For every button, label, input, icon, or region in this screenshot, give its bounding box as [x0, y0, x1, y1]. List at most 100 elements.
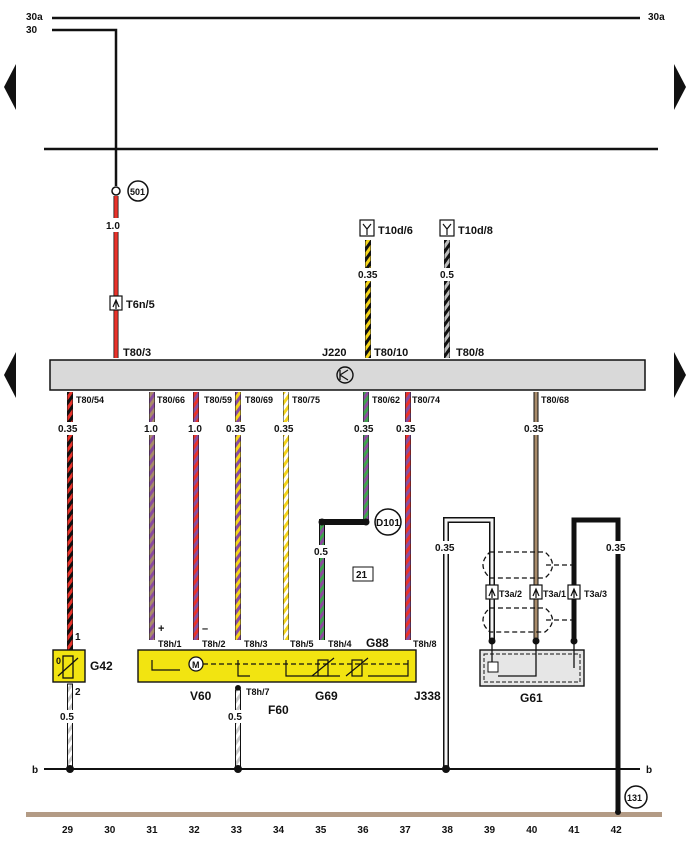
svg-text:2: 2: [75, 687, 81, 698]
svg-text:0.35: 0.35: [396, 424, 416, 435]
svg-text:30a: 30a: [648, 12, 665, 23]
label-g61: G61: [520, 691, 543, 705]
ref-501-marker: [127, 180, 149, 202]
svg-text:b: b: [646, 765, 652, 776]
svg-text:T3a/3: T3a/3: [584, 589, 607, 599]
connector-t8h8: T8h/8: [413, 639, 437, 649]
connector-t3a: T3a/2 T3a/1 T3a/3: [485, 584, 607, 645]
connector-t10d6: T10d/6: [378, 225, 413, 237]
nav-right-arrow-top[interactable]: [674, 64, 686, 110]
label-j338: J338: [414, 689, 441, 703]
ground-bus-bar: [26, 812, 662, 817]
connector-t80-74: T80/74: [412, 395, 440, 405]
svg-text:501: 501: [130, 187, 145, 197]
connector-t8h1: T8h/1: [158, 639, 182, 649]
wire-501: 501 1.0 T6n/5: [104, 180, 155, 358]
nav-left-arrow-mid[interactable]: [4, 352, 16, 398]
grid-number: 37: [400, 825, 412, 836]
svg-text:+: +: [158, 623, 164, 635]
connector-t8h7: T8h/7: [246, 687, 270, 697]
svg-text:21: 21: [356, 570, 368, 581]
connector-t10d8: T10d/8: [458, 225, 493, 237]
svg-text:0: 0: [56, 656, 61, 666]
svg-text:30a: 30a: [26, 12, 43, 23]
label-g69: G69: [315, 689, 338, 703]
grid-number: 39: [484, 825, 496, 836]
connector-t80-66: T80/66: [157, 395, 185, 405]
connector-t8h5: T8h/5: [290, 639, 314, 649]
svg-text:0.5: 0.5: [440, 270, 454, 281]
connector-t80-69: T80/69: [245, 395, 273, 405]
grid-number: 41: [568, 825, 580, 836]
sensor-g42[interactable]: 1 0 G42 2 0.5: [52, 632, 113, 769]
svg-text:0.35: 0.35: [226, 424, 246, 435]
wire-33: 0.35: [224, 392, 252, 640]
grid-number: 33: [231, 825, 243, 836]
nav-left-arrow-top[interactable]: [4, 64, 16, 110]
svg-text:D101: D101: [376, 518, 400, 529]
label-g42: G42: [90, 659, 113, 673]
wire-42: 0.35: [571, 517, 632, 812]
grid-number: 40: [526, 825, 538, 836]
svg-text:b: b: [32, 765, 38, 776]
svg-text:131: 131: [627, 793, 642, 803]
wire-37: 0.35: [394, 392, 422, 640]
shielding-g61: [482, 551, 574, 633]
nav-right-arrow-mid[interactable]: [674, 352, 686, 398]
svg-text:0.35: 0.35: [58, 424, 78, 435]
rail-30: 30: [26, 25, 118, 186]
control-module-j220[interactable]: [49, 359, 646, 391]
grid-number: 35: [315, 825, 327, 836]
connector-t80-59: T80/59: [204, 395, 232, 405]
label-v60: V60: [190, 689, 212, 703]
connector-t8h2: T8h/2: [202, 639, 226, 649]
wire-31: 1.0: [142, 392, 164, 640]
connector-t80-68: T80/68: [541, 395, 569, 405]
svg-text:0.5: 0.5: [228, 712, 242, 723]
connector-t6n5: T6n/5: [126, 299, 155, 311]
connector-t80-8: T80/8: [456, 347, 484, 359]
module-label-j220: J220: [322, 347, 346, 359]
svg-text:1: 1: [75, 632, 81, 643]
rail-30a: 30a 30a: [26, 12, 665, 23]
svg-text:1.0: 1.0: [106, 221, 120, 232]
grid-number: 29: [62, 825, 74, 836]
connector-t80-10: T80/10: [374, 347, 408, 359]
wire-36: 0.35: [352, 392, 380, 520]
svg-text:0.35: 0.35: [606, 543, 626, 554]
svg-text:30: 30: [26, 25, 38, 36]
svg-text:0.5: 0.5: [314, 547, 328, 558]
connector-t8h3: T8h/3: [244, 639, 268, 649]
connector-t8h4: T8h/4: [328, 639, 352, 649]
svg-text:0.35: 0.35: [435, 543, 455, 554]
svg-text:1.0: 1.0: [188, 424, 202, 435]
grid-number: 31: [146, 825, 158, 836]
sensor-g61[interactable]: G61: [479, 641, 585, 705]
wire-t10d6: T10d/6 0.35: [356, 219, 413, 358]
wire-40: 0.35: [522, 392, 550, 640]
wire-38: 0.35: [433, 517, 495, 768]
wire-29-g42: 0.35: [56, 392, 84, 650]
grid-number: 36: [357, 825, 369, 836]
connector-t80-62: T80/62: [372, 395, 400, 405]
grid-number: 30: [104, 825, 116, 836]
svg-text:1.0: 1.0: [144, 424, 158, 435]
connector-t80-75: T80/75: [292, 395, 320, 405]
connector-t80-54: T80/54: [76, 395, 104, 405]
grid-number: 32: [189, 825, 201, 836]
wire-33-ground: 0.5: [226, 689, 248, 769]
svg-text:M: M: [192, 660, 200, 670]
actuator-assembly-j338[interactable]: M: [137, 649, 417, 691]
svg-text:–: –: [202, 623, 208, 635]
grid-number: 38: [442, 825, 454, 836]
ground-rail-b: b b: [32, 765, 652, 776]
junction-d101: D101 0.5: [312, 508, 402, 640]
svg-text:0.35: 0.35: [524, 424, 544, 435]
wire-t10d8: T10d/8 0.5: [438, 219, 493, 358]
svg-text:0.35: 0.35: [354, 424, 374, 435]
grid-number: 34: [273, 825, 285, 836]
svg-text:T3a/1: T3a/1: [543, 589, 566, 599]
wire-34: 0.35: [272, 392, 300, 640]
